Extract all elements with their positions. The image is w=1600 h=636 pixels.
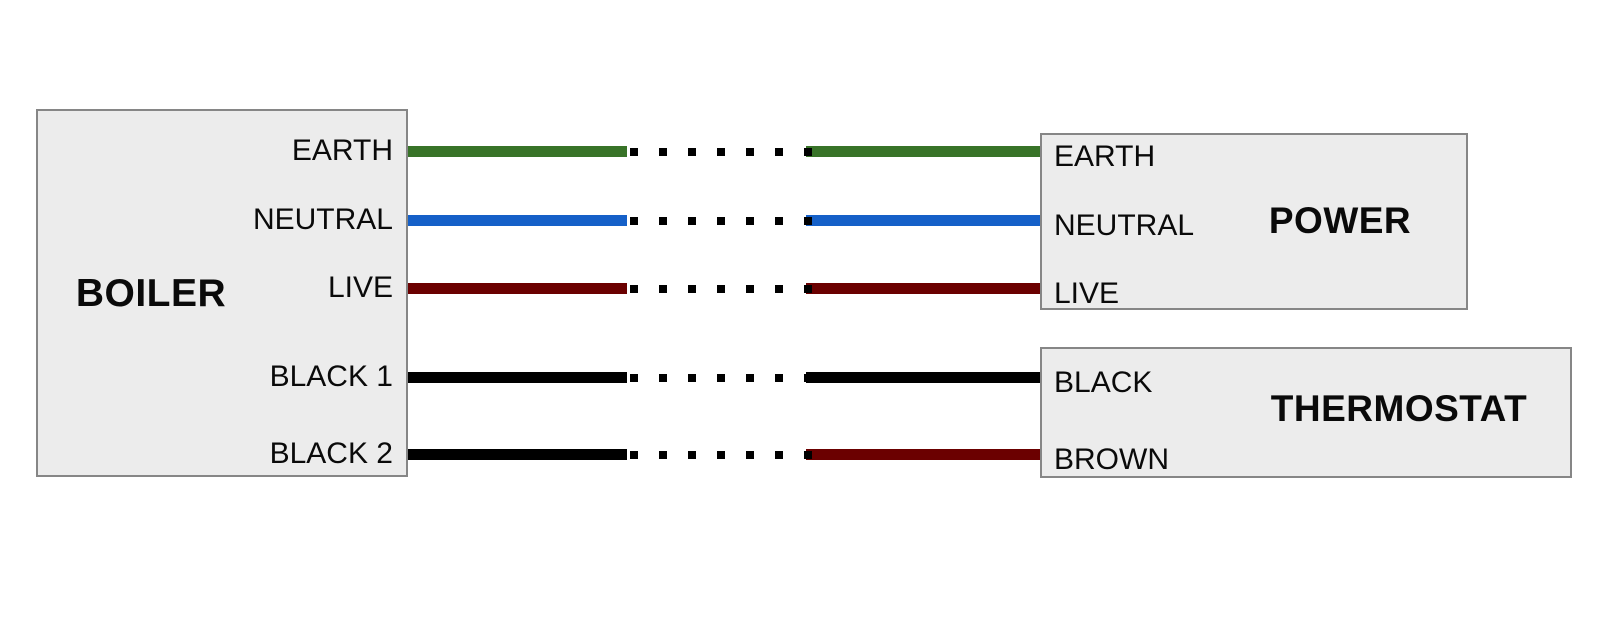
wire-dot-live-4 (717, 285, 725, 293)
wire-dot-black2-4 (717, 451, 725, 459)
wire-dot-black1-3 (688, 374, 696, 382)
wire-dot-black2-1 (630, 451, 638, 459)
wire-dot-neutral-7 (804, 217, 812, 225)
wire-segment-right-black1 (806, 372, 1042, 383)
wire-segment-left-black2 (406, 449, 627, 460)
wire-segment-left-black1 (406, 372, 627, 383)
power-terminal-label-live: LIVE (1054, 277, 1120, 310)
wire-segment-right-earth (806, 146, 1042, 157)
power-terminal-label-neutral: NEUTRAL (1054, 209, 1195, 242)
wire-dot-earth-6 (775, 148, 783, 156)
thermostat-box[interactable] (1040, 347, 1572, 478)
power-box[interactable] (1040, 133, 1468, 310)
wire-dot-black1-7 (804, 374, 812, 382)
wire-segment-right-black2 (806, 449, 1042, 460)
wire-dot-black1-4 (717, 374, 725, 382)
wire-dot-black2-2 (659, 451, 667, 459)
wire-segment-right-live (806, 283, 1042, 294)
wire-segment-left-earth (406, 146, 627, 157)
wire-dot-neutral-2 (659, 217, 667, 225)
wire-dot-live-3 (688, 285, 696, 293)
wire-dot-black2-7 (804, 451, 812, 459)
wire-segment-left-live (406, 283, 627, 294)
wire-dot-black1-1 (630, 374, 638, 382)
thermostat-terminal-label-black1: BLACK (1054, 366, 1153, 399)
wire-dot-earth-7 (804, 148, 812, 156)
wire-dot-neutral-1 (630, 217, 638, 225)
wire-dot-black2-5 (746, 451, 754, 459)
boiler-terminal-label-neutral: NEUTRAL (252, 203, 393, 236)
boiler-terminal-label-live: LIVE (327, 271, 393, 304)
boiler-title: BOILER (75, 272, 227, 315)
wire-dot-neutral-6 (775, 217, 783, 225)
wire-dot-black2-6 (775, 451, 783, 459)
wire-dot-live-7 (804, 285, 812, 293)
wire-dot-neutral-5 (746, 217, 754, 225)
wire-dot-black1-5 (746, 374, 754, 382)
boiler-terminal-label-black2: BLACK 2 (269, 437, 393, 470)
wire-dot-black1-6 (775, 374, 783, 382)
wire-dot-earth-3 (688, 148, 696, 156)
wire-dot-neutral-3 (688, 217, 696, 225)
wire-dot-live-2 (659, 285, 667, 293)
wire-dot-live-6 (775, 285, 783, 293)
wire-dot-earth-5 (746, 148, 754, 156)
boiler-terminal-label-earth: EARTH (291, 134, 393, 167)
power-terminal-label-earth: EARTH (1054, 140, 1156, 173)
power-title: POWER (1268, 200, 1412, 241)
wire-dot-black2-3 (688, 451, 696, 459)
thermostat-title: THERMOSTAT (1270, 388, 1528, 429)
wire-dot-black1-2 (659, 374, 667, 382)
wire-dot-earth-1 (630, 148, 638, 156)
wire-dot-earth-2 (659, 148, 667, 156)
wire-dot-live-1 (630, 285, 638, 293)
wire-dot-live-5 (746, 285, 754, 293)
thermostat-terminal-label-black2: BROWN (1054, 443, 1169, 476)
wire-dot-neutral-4 (717, 217, 725, 225)
wire-dot-earth-4 (717, 148, 725, 156)
wire-segment-right-neutral (806, 215, 1042, 226)
wire-segment-left-neutral (406, 215, 627, 226)
boiler-box[interactable] (36, 109, 408, 477)
boiler-terminal-label-black1: BLACK 1 (269, 360, 393, 393)
